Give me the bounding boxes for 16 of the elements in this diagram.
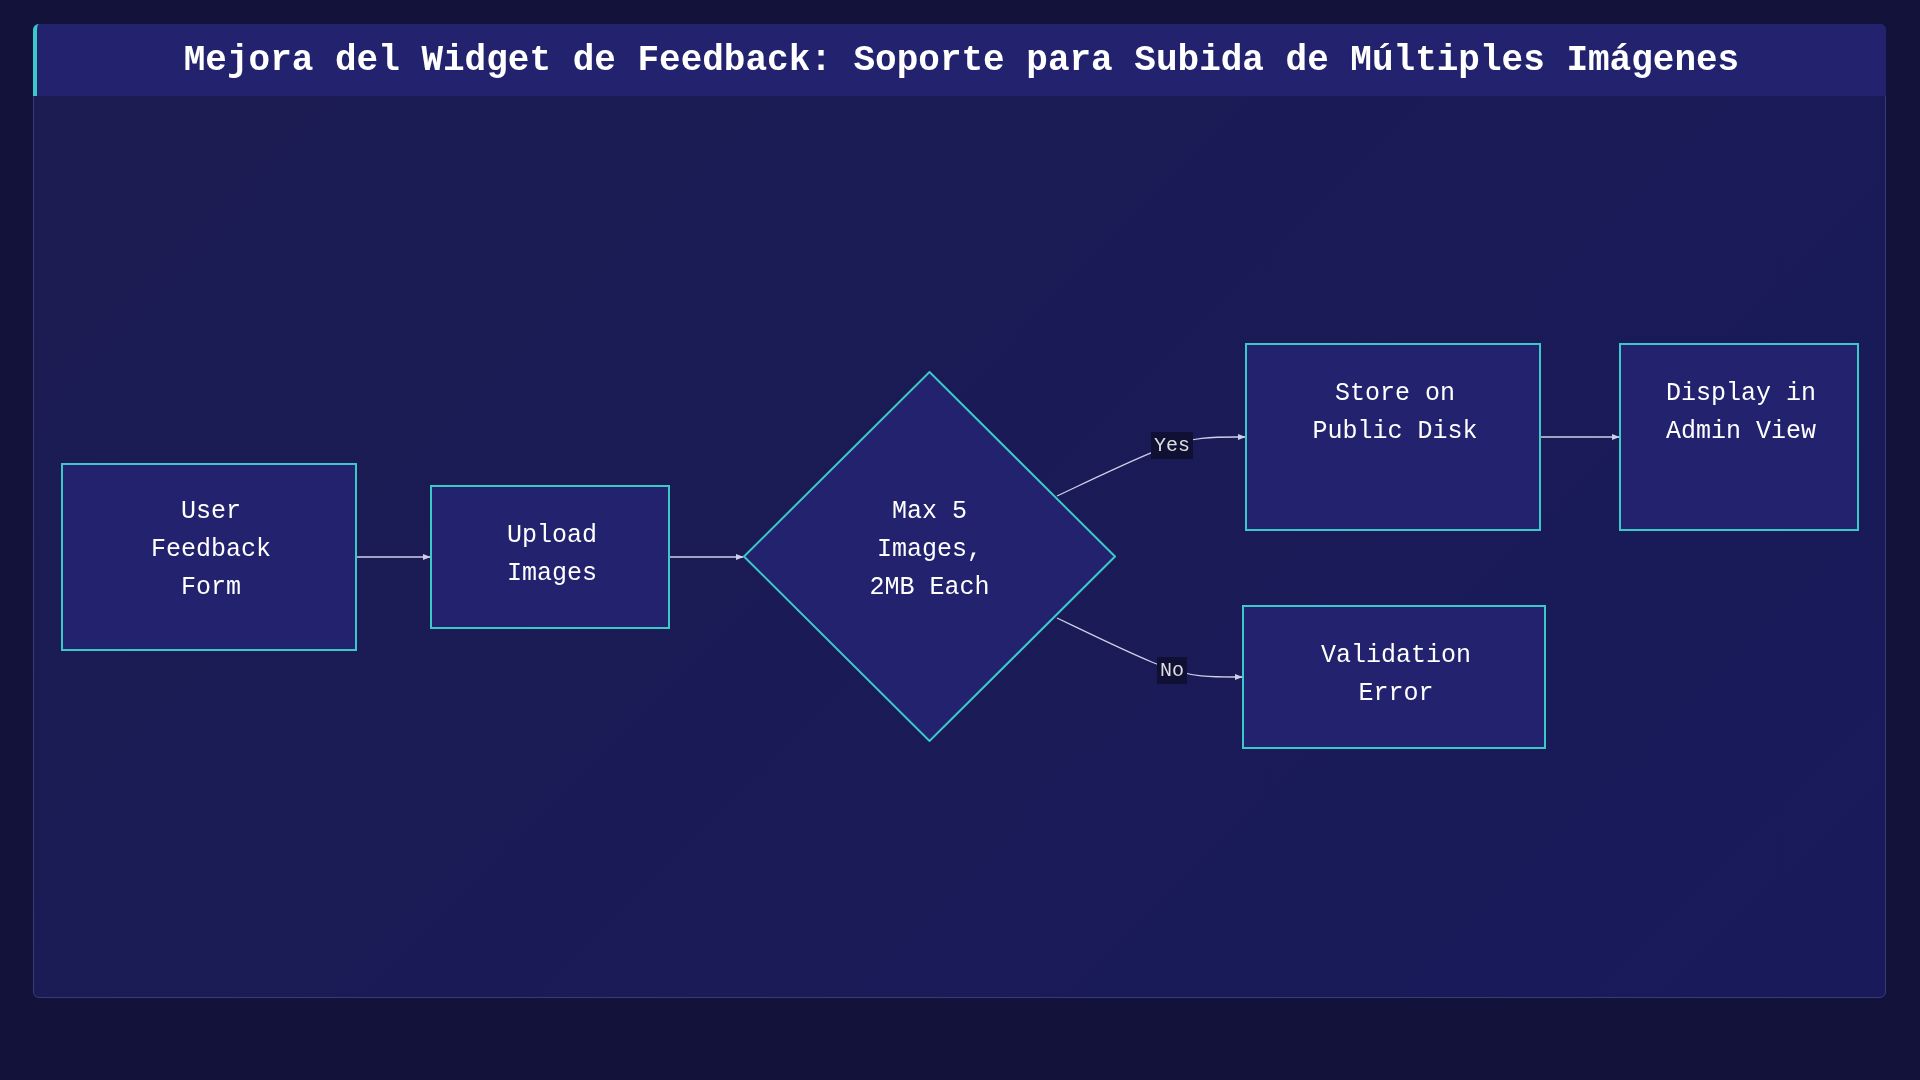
process-box (430, 485, 670, 629)
node-label: Max 5 Images, 2MB Each (868, 496, 991, 604)
process-box (1242, 605, 1546, 749)
node-label: Validation Error (1320, 640, 1472, 710)
process-box (1245, 343, 1541, 531)
arrow (669, 553, 744, 561)
process-box (1619, 343, 1859, 531)
arrow (1540, 433, 1620, 441)
arrow (356, 553, 431, 561)
node-label: Display in Admin View (1665, 378, 1817, 448)
decision-diamond (743, 371, 1116, 742)
process-box (61, 463, 357, 651)
node-label: Upload Images (506, 520, 598, 590)
title: Mejora del Widget de Feedback: Soporte para Subida de Múltiples Imágenes (182, 40, 1741, 81)
node-label: User Feedback Form (150, 496, 272, 604)
node-label: Store on Public Disk (1311, 378, 1479, 448)
